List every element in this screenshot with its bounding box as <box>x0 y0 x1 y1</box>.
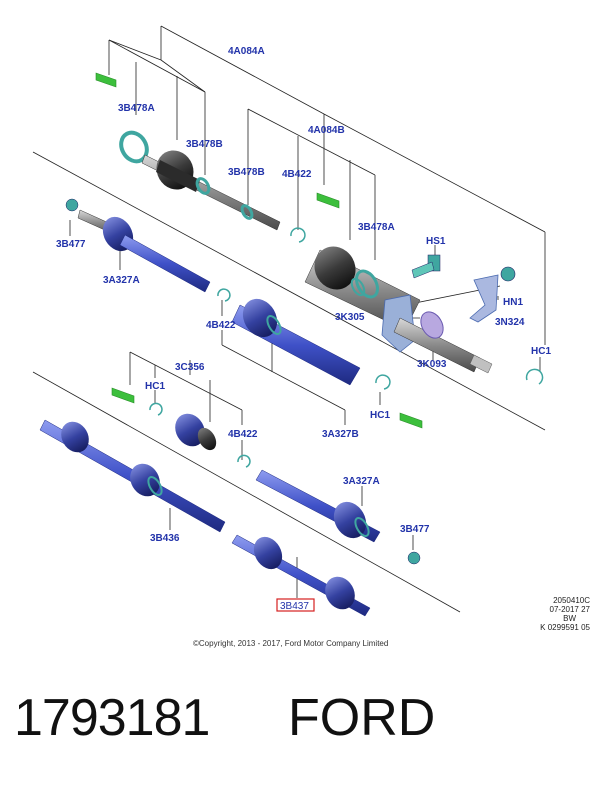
highlight-box <box>276 598 315 612</box>
label-3b477: 3B477 <box>400 524 430 535</box>
label-3k305: 3K305 <box>335 312 365 323</box>
top-driveshaft-assembly <box>119 130 544 385</box>
green-marker-icon <box>316 192 340 209</box>
meta-line-2: 07-2017 27 <box>549 605 590 614</box>
label-hc1: HC1 <box>531 346 551 357</box>
label-3b437: 3B437 <box>280 601 309 612</box>
label-4b422: 4B422 <box>206 320 236 331</box>
label-hs1: HS1 <box>426 236 446 247</box>
label-3b478a: 3B478A <box>358 222 395 233</box>
label-hn1: HN1 <box>503 297 523 308</box>
exploded-parts-diagram: 4A084A 3B478A 3B478B 4A084B 3B478B 4B422… <box>32 25 551 617</box>
green-marker-icon <box>95 72 117 88</box>
label-4a084b: 4A084B <box>308 125 345 136</box>
brand-name: FORD <box>288 689 436 747</box>
label-3a327a: 3A327A <box>343 476 380 487</box>
label-3a327b: 3A327B <box>322 429 359 440</box>
section-divider-lines <box>32 151 546 613</box>
label-3n324: 3N324 <box>495 317 525 328</box>
part-labels: 4A084A 3B478A 3B478B 4A084B 3B478B 4B422… <box>56 46 551 612</box>
green-marker-icon <box>111 387 135 404</box>
label-hc1: HC1 <box>370 410 390 421</box>
label-3a327a: 3A327A <box>103 275 140 286</box>
label-3b436: 3B436 <box>150 533 180 544</box>
label-4a084a: 4A084A <box>228 46 265 57</box>
label-4b422: 4B422 <box>282 169 312 180</box>
label-3b478a: 3B478A <box>118 103 155 114</box>
label-hc1: HC1 <box>145 381 165 392</box>
label-3b478b: 3B478B <box>186 139 223 150</box>
copyright-notice: ©Copyright, 2013 - 2017, Ford Motor Comp… <box>193 639 389 648</box>
label-3b477: 3B477 <box>56 239 86 250</box>
part-number: 1793181 <box>14 689 210 747</box>
green-marker-icon <box>399 412 423 429</box>
middle-driveshaft-assembly <box>65 198 391 390</box>
meta-line-1: 2050410C <box>553 596 590 605</box>
meta-line-4: K 0299591 05 <box>540 623 590 632</box>
label-4b422: 4B422 <box>228 429 258 440</box>
label-3c356: 3C356 <box>175 362 205 373</box>
drawing-meta-block: 2050410C 07-2017 27 BW K 0299591 05 <box>490 596 590 632</box>
label-3k093: 3K093 <box>417 359 447 370</box>
callout-lines <box>69 25 546 598</box>
label-3b478b: 3B478B <box>228 167 265 178</box>
meta-line-3: BW <box>563 614 576 623</box>
green-arrow-markers <box>95 72 423 429</box>
lower-driveshaft-assembly <box>39 402 421 617</box>
